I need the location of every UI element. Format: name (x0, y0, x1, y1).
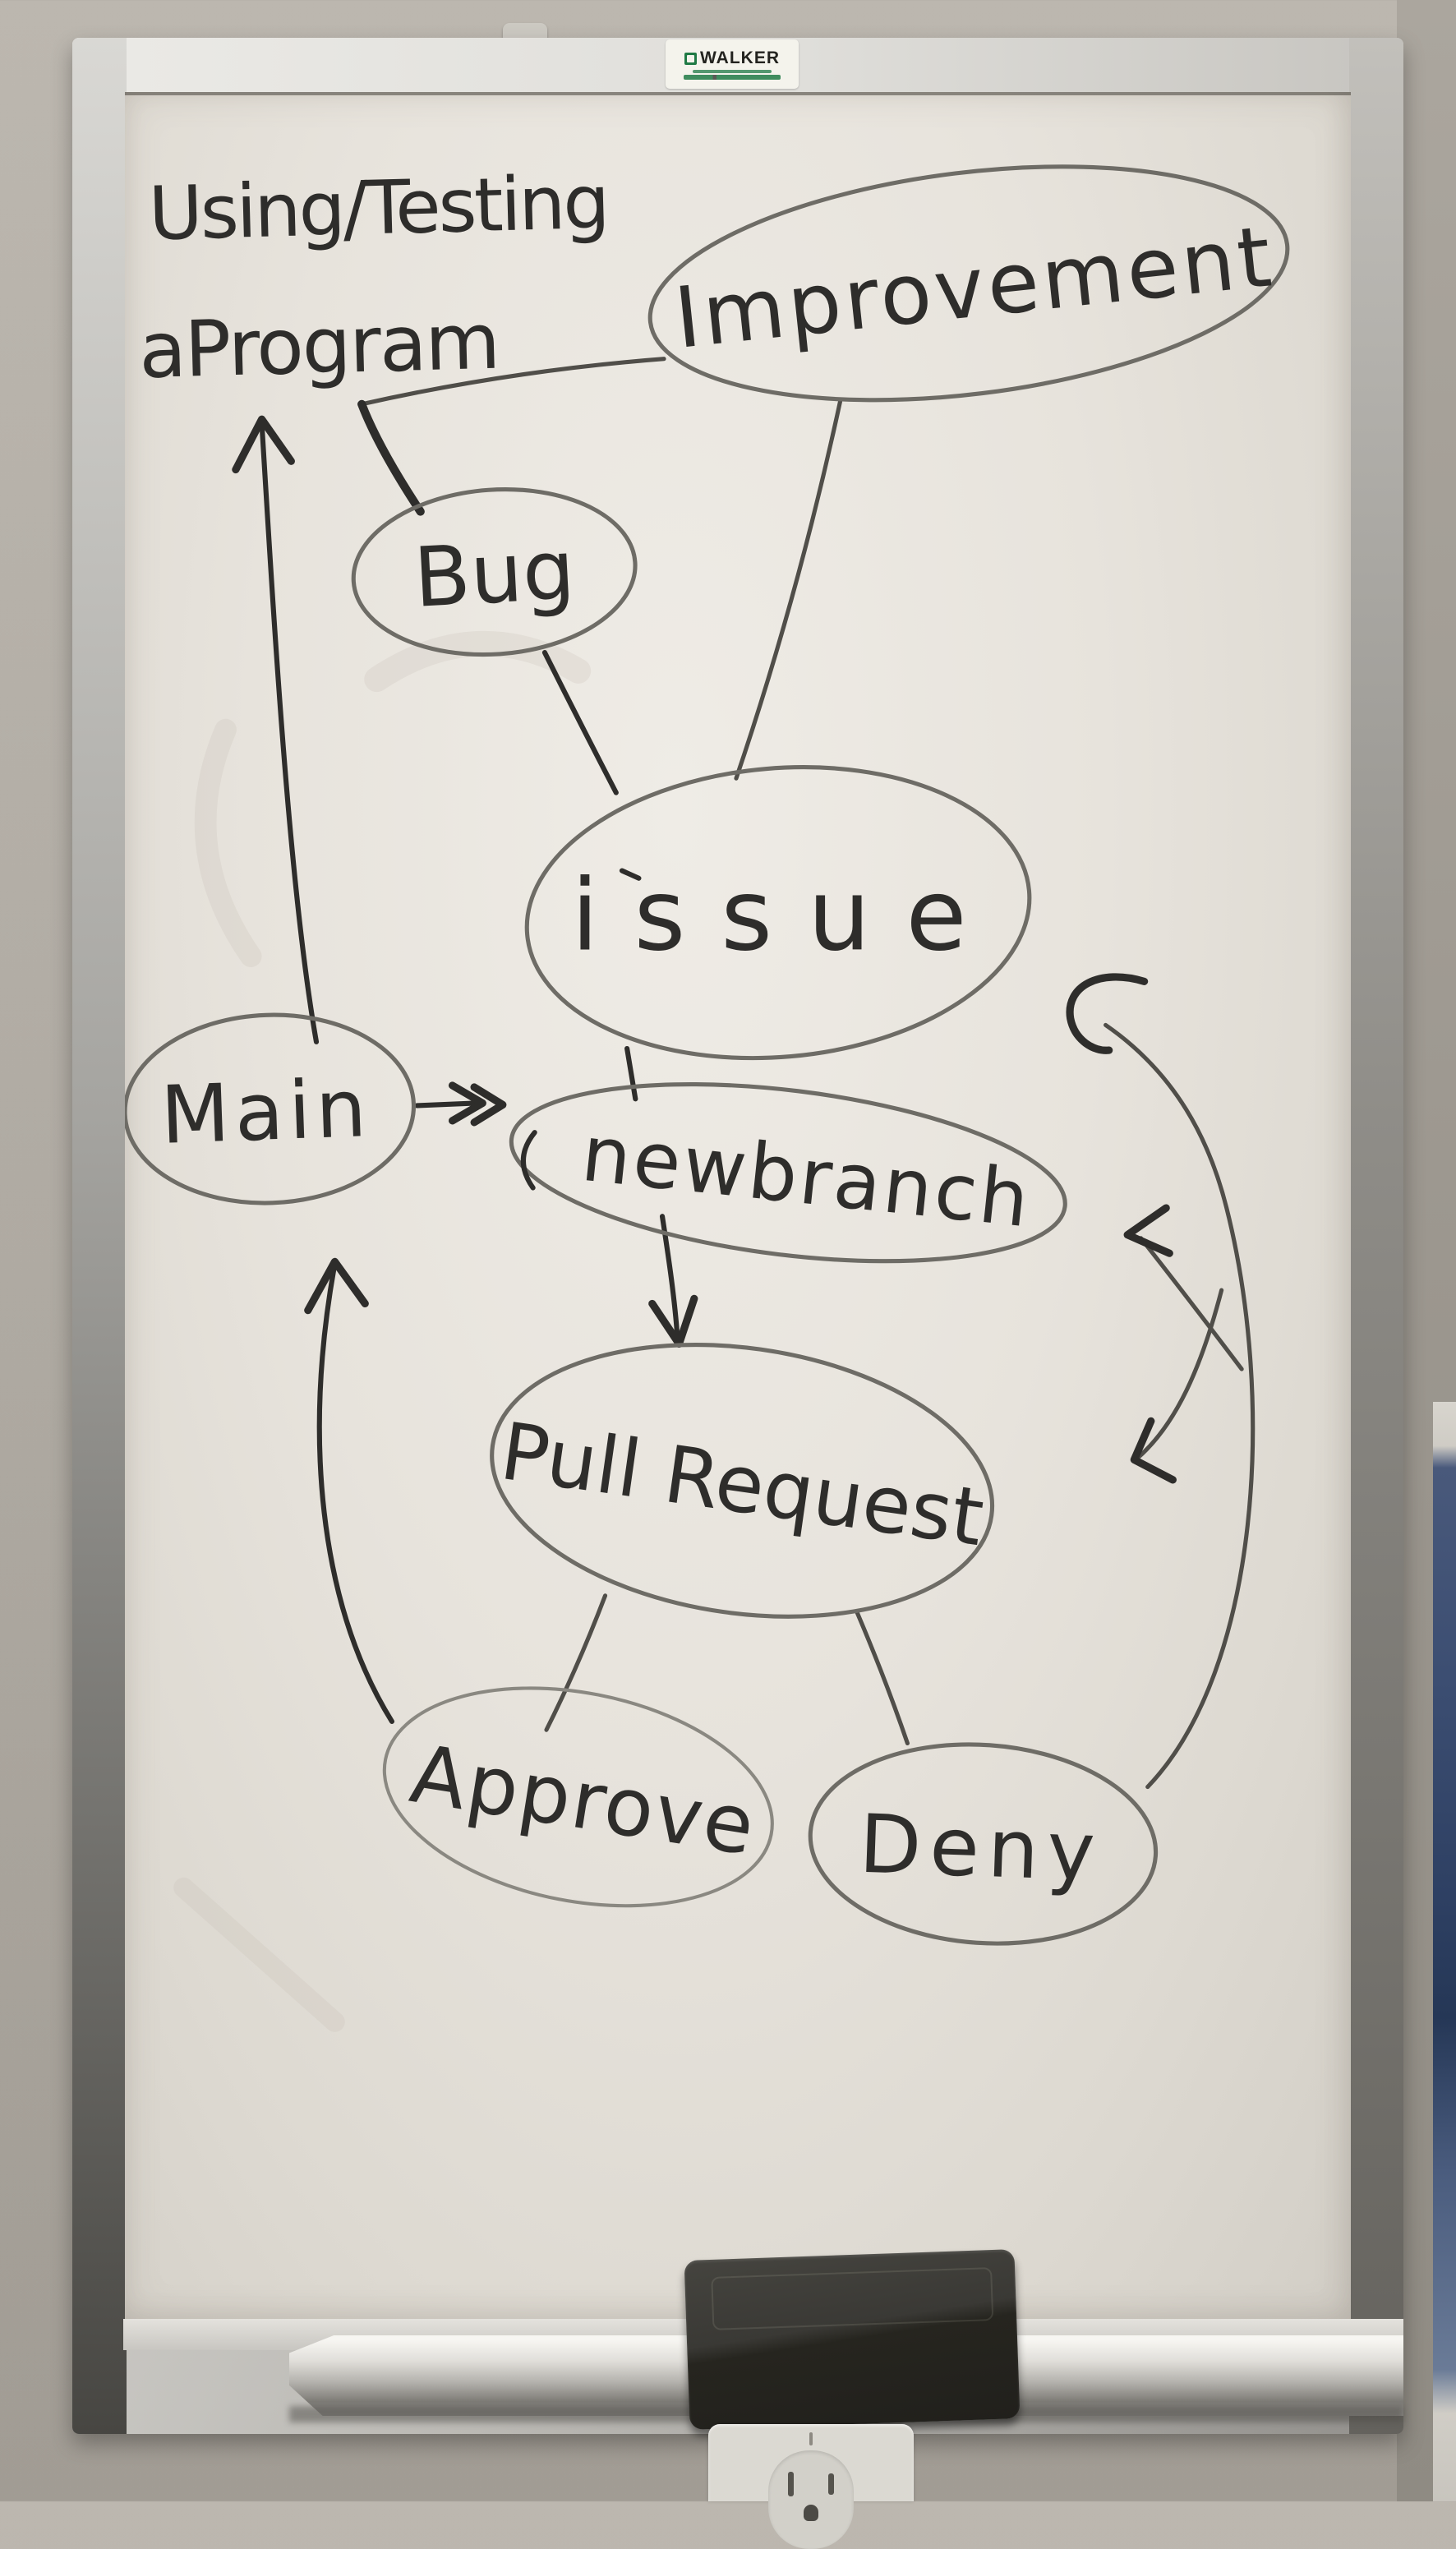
outlet-screw (809, 2432, 813, 2445)
title-line1: Using/Testing (148, 160, 609, 258)
edge-deny-newbranch (1123, 1204, 1244, 1371)
node-issue: issue (524, 765, 1032, 1061)
whiteboard-surface: Using/Testing aProgram (125, 92, 1351, 2321)
diagram: Using/Testing aProgram (125, 160, 1290, 2032)
edge-improvement-issue (734, 399, 843, 781)
node-pull-request: Pull Request (490, 1342, 995, 1619)
window-sliver (1433, 1402, 1456, 2501)
node-bug-label: Bug (412, 522, 578, 626)
node-pull-request-label: Pull Request (495, 1405, 989, 1564)
issue-tick-mark (619, 868, 642, 881)
sticker-tagline-line (693, 70, 772, 73)
title-line2: aProgram (138, 297, 500, 396)
edge-main-program (232, 415, 320, 1044)
edge-bug-issue (541, 650, 619, 795)
newbranch-open-bracket (520, 1130, 537, 1191)
outlet-slot (828, 2473, 834, 2495)
outlet-ground-hole (804, 2505, 818, 2521)
frame-rail-left (72, 38, 127, 2434)
edge-deny-issue (1066, 973, 1256, 1790)
edge-deny-pullrequest (1130, 1288, 1224, 1484)
node-newbranch: newbranch (509, 1082, 1067, 1264)
node-main: Main (125, 1012, 417, 1205)
edge-pullrequest-deny (855, 1610, 910, 1746)
sticker-contact-line (684, 75, 781, 80)
edge-main-newbranch (414, 1081, 507, 1127)
edge-improvement-program (359, 357, 666, 407)
node-improvement-label: Improvement (670, 208, 1279, 368)
node-approve: Approve (382, 1686, 774, 1908)
edge-approve-main (304, 1257, 395, 1725)
outlet-receptacle (768, 2450, 854, 2549)
edge-pullrequest-approve (544, 1593, 608, 1732)
node-bug: Bug (351, 486, 638, 657)
outlet-slot (788, 2472, 794, 2496)
edge-issue-newbranch (624, 1045, 638, 1102)
electrical-outlet (708, 2424, 914, 2549)
walker-brand-text: WALKER (700, 48, 780, 67)
whiteboard-eraser (684, 2249, 1021, 2430)
edge-bug-program (357, 399, 425, 516)
ghost-smudge (364, 630, 592, 693)
frame-rail-right (1349, 38, 1403, 2434)
node-improvement: Improvement (647, 164, 1290, 403)
walker-sticker: WALKER (666, 39, 799, 89)
node-deny: Deny (808, 1742, 1159, 1946)
walker-logo-icon (684, 52, 697, 65)
node-approve-label: Approve (404, 1727, 762, 1874)
board-title: Using/Testing aProgram (138, 160, 609, 396)
ghost-smudge (194, 718, 262, 967)
ghost-smudge (173, 1877, 345, 2032)
node-main-label: Main (159, 1062, 373, 1162)
node-deny-label: Deny (858, 1798, 1105, 1900)
